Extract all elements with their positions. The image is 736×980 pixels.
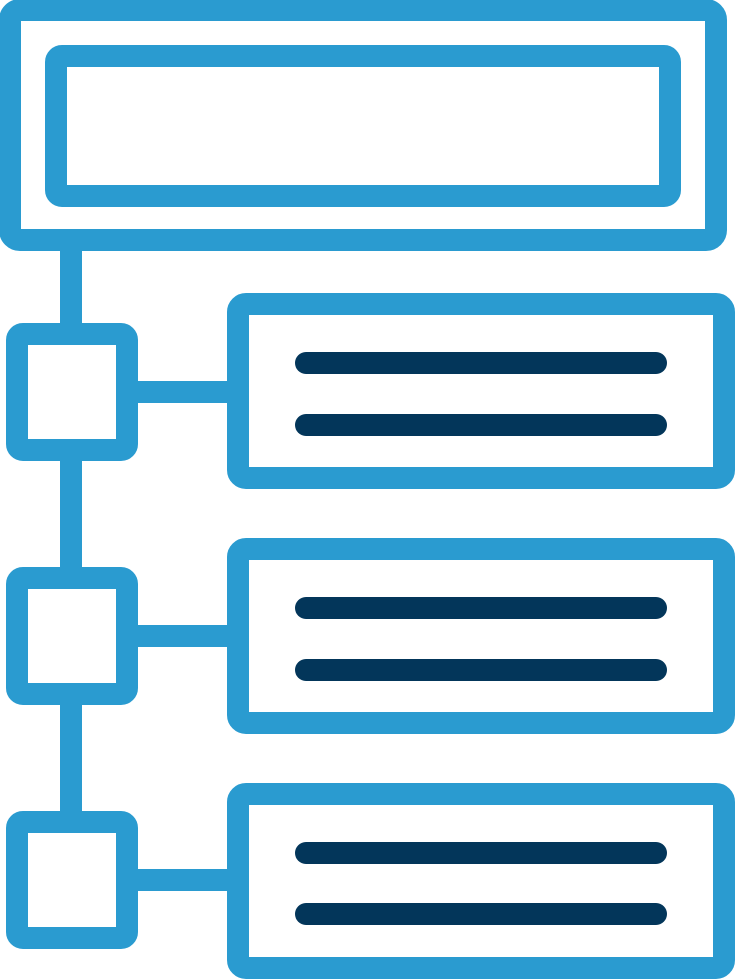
item-card — [227, 293, 735, 489]
node-square — [6, 567, 138, 705]
item-card — [227, 783, 735, 979]
header-outer-frame — [0, 0, 727, 251]
node-square — [6, 323, 138, 461]
list-item — [6, 783, 735, 979]
list-item — [6, 293, 735, 489]
node-square — [6, 811, 138, 949]
list-item — [6, 538, 735, 734]
header-inner-bar — [45, 45, 681, 207]
item-card — [227, 538, 735, 734]
